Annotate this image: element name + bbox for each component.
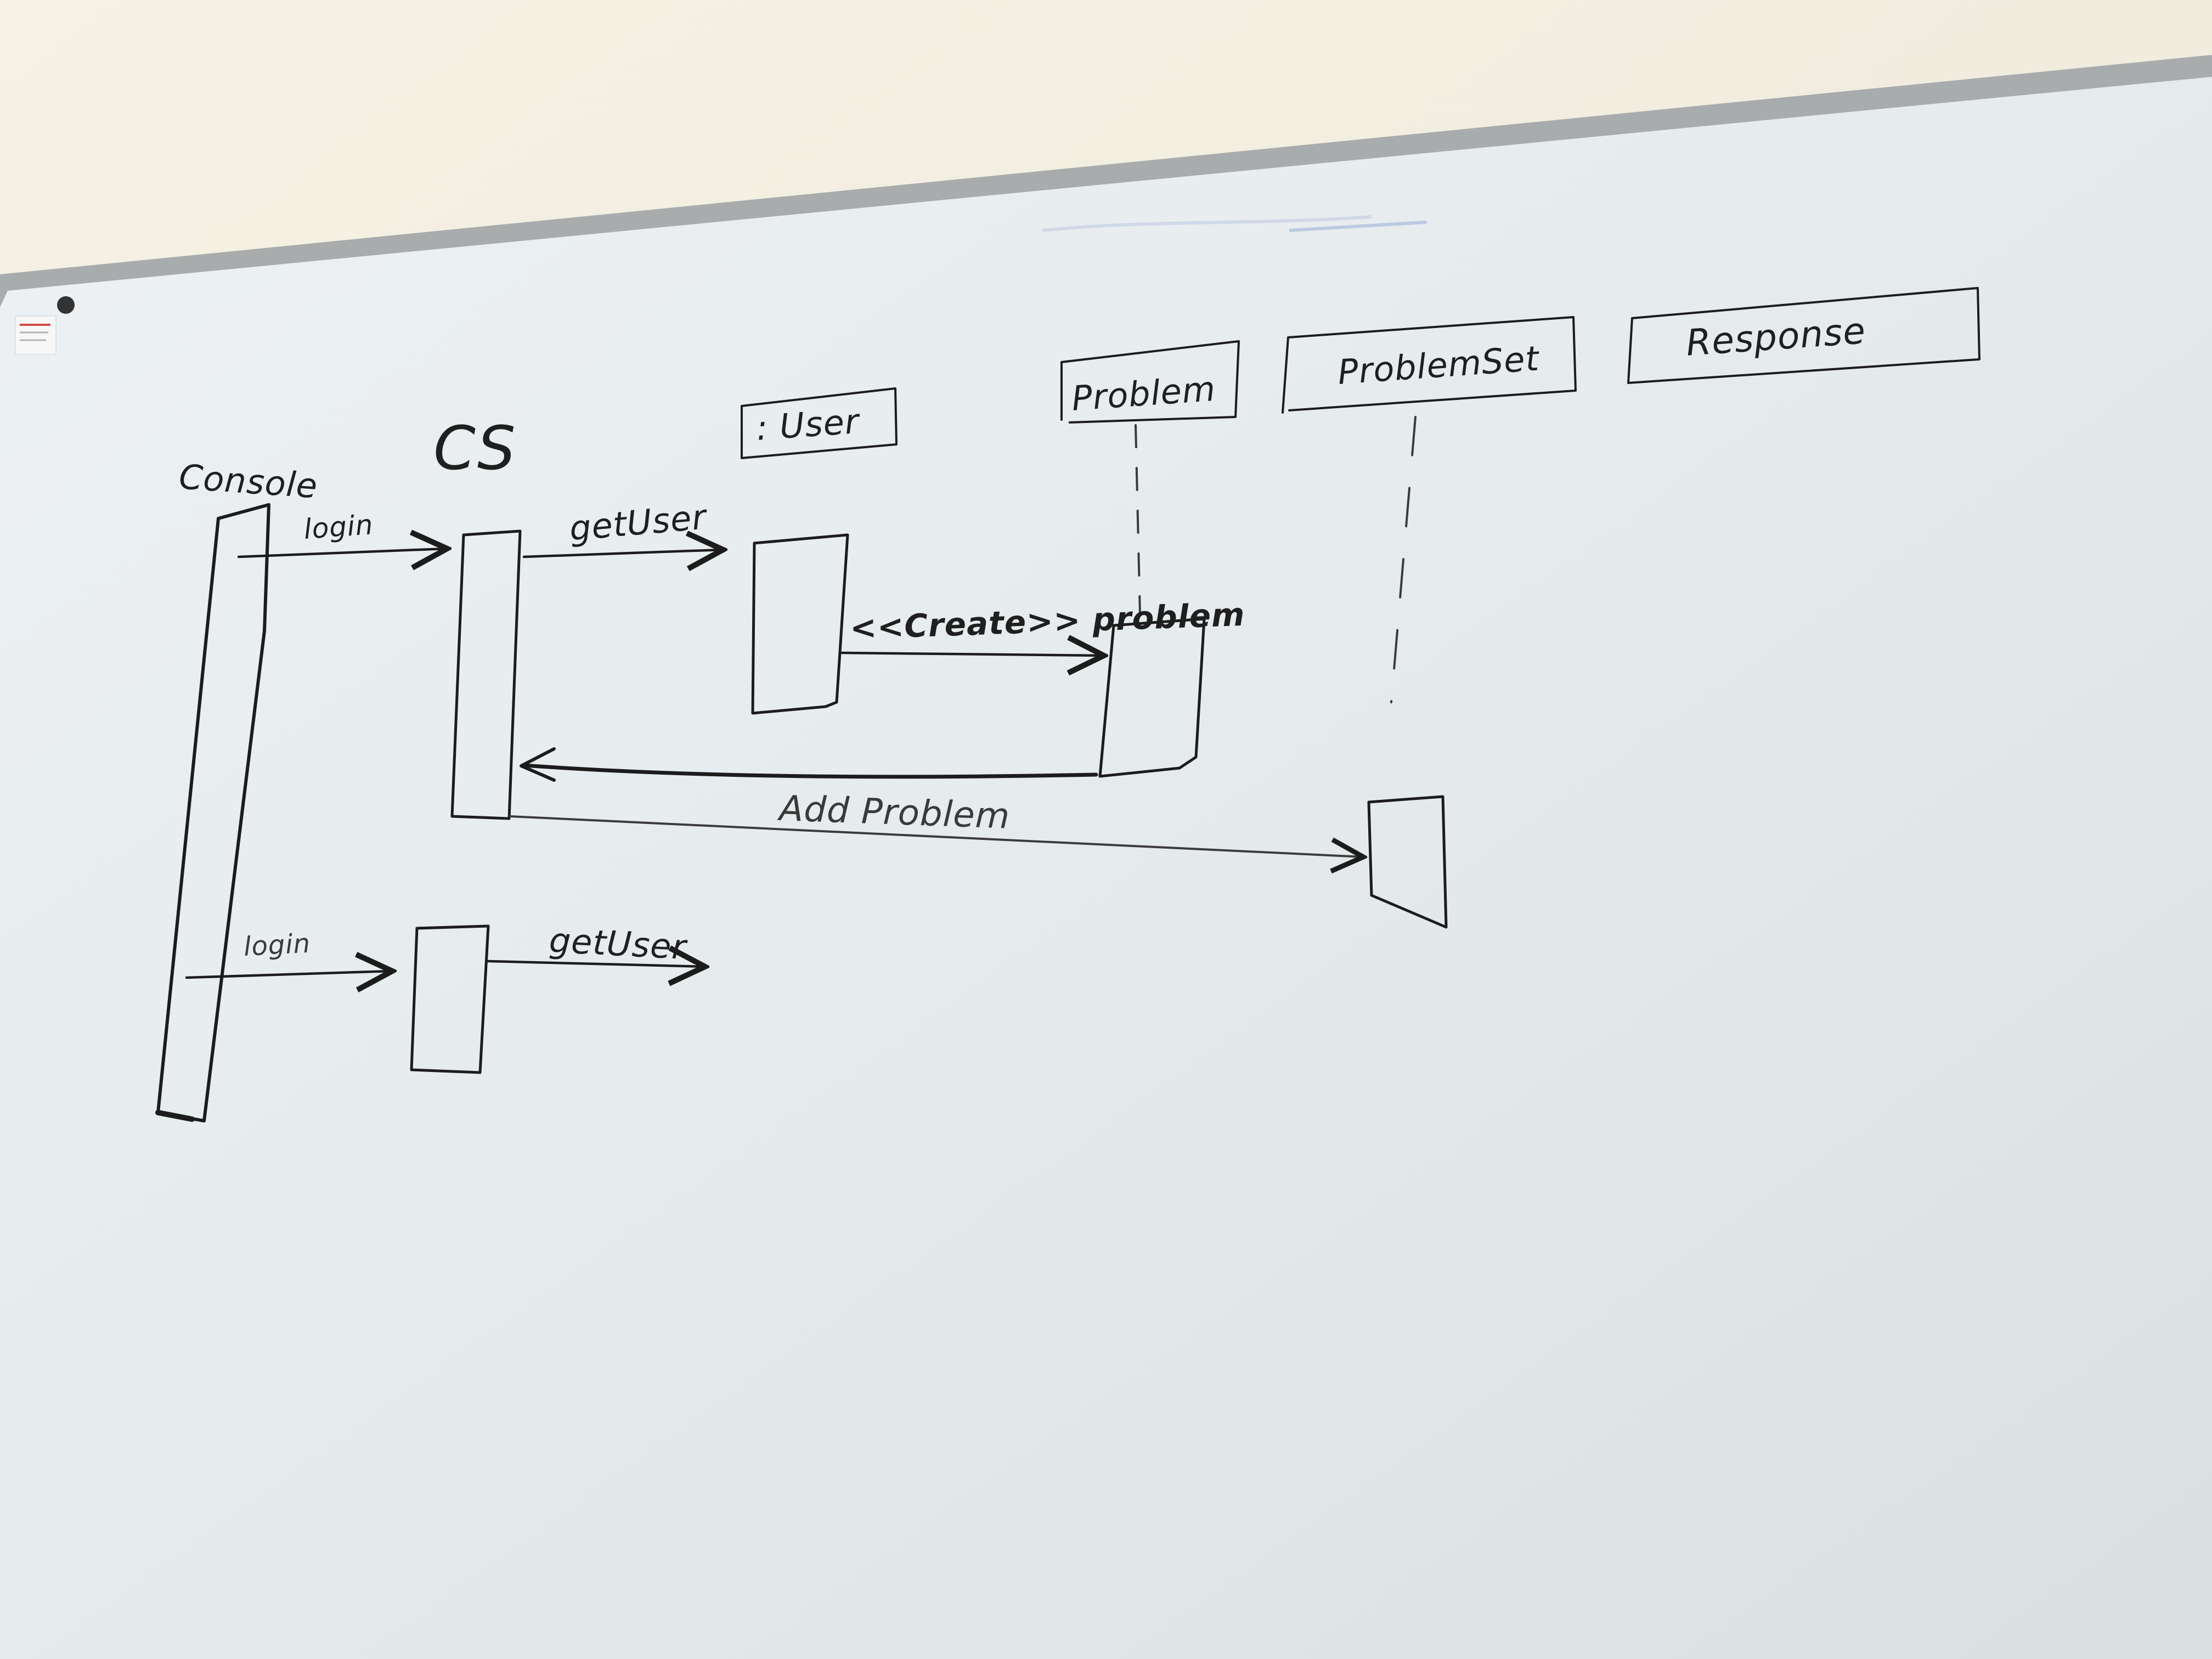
cs-activation-bar-1 bbox=[450, 529, 522, 820]
lifeline-problem-header: Problem bbox=[1060, 340, 1240, 424]
whiteboard-surface bbox=[0, 77, 2212, 1659]
lifeline-cs-label: CS bbox=[433, 413, 516, 483]
eraser-smudge bbox=[1289, 221, 1427, 232]
message-login-1-label: login bbox=[303, 509, 375, 545]
lifeline-console-label: Console bbox=[178, 456, 319, 506]
message-getuser-2: getUser bbox=[487, 920, 705, 967]
problem-activation-bar bbox=[1098, 617, 1206, 778]
console-activation-bar bbox=[156, 503, 270, 1122]
message-add-problem-label: Add Problem bbox=[776, 788, 1011, 837]
console-activation-bottom bbox=[155, 1110, 195, 1122]
message-login-2-label: login bbox=[243, 928, 312, 962]
lifeline-user-header: : User bbox=[741, 387, 898, 459]
problem-lifeline-dashed bbox=[1135, 424, 1141, 616]
message-add-problem: Add Problem bbox=[509, 788, 1363, 857]
message-login-1: login bbox=[237, 509, 447, 557]
board-sticker-icon bbox=[15, 296, 75, 355]
problemset-activation-bar bbox=[1367, 795, 1448, 929]
lifeline-user-label: : User bbox=[755, 401, 862, 448]
cs-activation-bar-2 bbox=[410, 924, 490, 1074]
message-login-2: login bbox=[185, 928, 392, 978]
user-activation-bar bbox=[751, 533, 849, 715]
message-getuser-2-label: getUser bbox=[548, 920, 689, 967]
problemset-lifeline-dashed bbox=[1390, 416, 1417, 703]
eraser-smudge bbox=[1042, 215, 1372, 232]
message-return-to-cs bbox=[520, 747, 1098, 782]
